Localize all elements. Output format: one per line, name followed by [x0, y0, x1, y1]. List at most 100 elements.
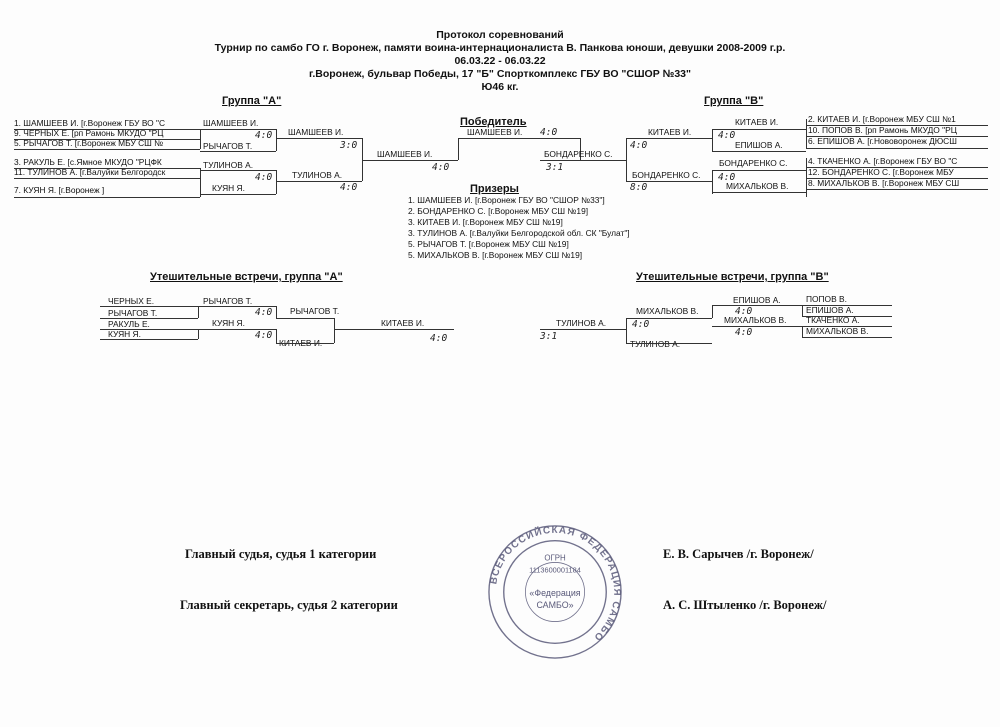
tournament-title: Турнир по самбо ГО г. Воронеж, памяти во… [214, 42, 786, 54]
secretary-name: А. С. Штыленко /г. Воронеж/ [663, 598, 827, 612]
consolation-b-entrant: ЕПИШОВ А. [806, 305, 854, 315]
federation-stamp: ВСЕРОССИЙСКАЯ ФЕДЕРАЦИЯ САМБО ОГРН 11136… [488, 525, 622, 659]
consolation-a-r1-score: 4:0 [255, 307, 273, 318]
bracket-line [276, 329, 277, 343]
group-b-r2-score: 8:0 [630, 182, 648, 193]
bracket-line [14, 149, 200, 150]
group-b-entrant: 4. ТКАЧЕНКО А. [г.Воронеж ГБУ ВО "С [808, 157, 958, 166]
bracket-line [806, 148, 988, 149]
bracket-line [276, 170, 277, 194]
consolation-a-r1-score: 4:0 [255, 330, 273, 341]
secretary-label: Главный секретарь, судья 2 категории [180, 598, 398, 612]
bracket-line [334, 329, 454, 330]
bracket-line [626, 138, 712, 139]
group-a-title: Группа "А" [222, 95, 282, 107]
consolation-a-entrant: РЫЧАГОВ Т. [108, 308, 158, 318]
group-a-final-winner: ШАМШЕЕВ И. [377, 149, 433, 159]
bracket-line [362, 160, 458, 161]
bracket-line [802, 316, 892, 317]
bracket-line [802, 305, 803, 316]
bracket-line [200, 194, 276, 195]
stamp-outer-text: ВСЕРОССИЙСКАЯ ФЕДЕРАЦИЯ САМБО [488, 525, 621, 643]
weight-category: Ю46 кг. [481, 81, 519, 93]
prize-item: 3. КИТАЕВ И. [г.Воронеж МБУ СШ №19] [408, 217, 563, 227]
group-a-entrant: 1. ШАМШЕЕВ И. [г.Воронеж ГБУ ВО "С [14, 119, 166, 128]
bracket-line [806, 158, 807, 197]
chief-judge-label: Главный судья, судья 1 категории [185, 547, 377, 561]
bracket-line [276, 343, 334, 344]
stamp-ogrn: ОГРН [544, 553, 566, 562]
consolation-b-final-winner: ТУЛИНОВ А. [556, 318, 607, 328]
bracket-line [14, 129, 200, 130]
bracket-line [540, 329, 626, 330]
group-a-final-score: 4:0 [432, 162, 450, 173]
bracket-line [198, 329, 199, 339]
bracket-line [14, 139, 200, 140]
bracket-line [712, 305, 802, 306]
bracket-line [200, 129, 276, 130]
bracket-line [100, 318, 198, 319]
stamp-center-1: «Федерация [529, 588, 580, 598]
group-a-entrant: 5. РЫЧАГОВ Т. [г.Воронеж МБУ СШ № [14, 139, 164, 148]
bracket-line [14, 178, 200, 179]
group-b-r2-score: 4:0 [630, 140, 648, 151]
bracket-line [540, 160, 626, 161]
group-a-r1-winner: РЫЧАГОВ Т. [203, 141, 253, 151]
bracket-line [712, 151, 806, 152]
prize-item: 2. БОНДАРЕНКО С. [г.Воронеж МБУ СШ №19] [408, 206, 589, 216]
group-b-r1-winner: МИХАЛЬКОВ В. [726, 181, 789, 191]
bracket-line [626, 318, 627, 343]
bracket-line [712, 170, 806, 171]
consolation-b-entrant: МИХАЛЬКОВ В. [806, 326, 869, 336]
bracket-line [712, 192, 806, 193]
group-a-r1-winner: ШАМШЕЕВ И. [203, 118, 259, 128]
bracket-line [362, 138, 363, 181]
bracket-line [626, 343, 712, 344]
group-b-r1-winner: ЕПИШОВ А. [735, 140, 783, 150]
group-b-entrant: 10. ПОПОВ В. [рп Рамонь МКУДО "РЦ [808, 126, 957, 135]
winner-title: Победитель [460, 116, 527, 128]
prizes-title: Призеры [470, 183, 519, 195]
bracket-line [276, 138, 362, 139]
bracket-line [200, 168, 201, 197]
consolation-a-final-winner: КИТАЕВ И. [381, 318, 425, 328]
chief-judge-name: Е. В. Сарычев /г. Воронеж/ [663, 547, 814, 561]
group-b-r1-score: 4:0 [718, 172, 736, 183]
group-b-entrant: 6. ЕПИШОВ А. [г.Нововоронеж ДЮСШ [808, 137, 957, 146]
consolation-b-entrant: ТКАЧЕНКО А. [806, 315, 860, 325]
bracket-line [626, 181, 712, 182]
bracket-line [712, 305, 713, 318]
winner-name: ШАМШЕЕВ И. [467, 127, 523, 137]
bracket-line [806, 189, 988, 190]
bracket-line [100, 306, 198, 307]
bracket-line [806, 136, 988, 137]
bracket-line [100, 329, 198, 330]
prize-item: 3. ТУЛИНОВ А. [г.Валуйки Белгородской об… [408, 228, 630, 238]
stamp-center-2: САМБО» [536, 600, 573, 610]
bracket-line [276, 181, 362, 182]
group-b-entrant: 2. КИТАЕВ И. [г.Воронеж МБУ СШ №1 [808, 115, 956, 124]
bracket-line [276, 129, 277, 151]
consolation-a-entrant: ЧЕРНЫХ Е. [108, 296, 155, 306]
group-b-r2-winner: БОНДАРЕНКО С. [632, 170, 701, 180]
group-b-entrant: 8. МИХАЛЬКОВ В. [г.Воронеж МБУ СШ [808, 179, 960, 188]
bracket-line [334, 318, 335, 343]
bracket-line [806, 167, 988, 168]
bracket-line [458, 138, 580, 139]
consolation-b-r2-entrant: ТУЛИНОВ А. [630, 339, 681, 349]
consolation-b-r1-score: 4:0 [735, 306, 753, 317]
group-a-entrant: 9. ЧЕРНЫХ Е. [рп Рамонь МКУДО "РЦ [14, 129, 164, 138]
group-a-r2-winner: ШАМШЕЕВ И. [288, 127, 344, 137]
tournament-venue: г.Воронеж, бульвар Победы, 17 "Б" Спортк… [309, 68, 691, 80]
prize-item: 1. ШАМШЕЕВ И. [г.Воронеж ГБУ ВО "СШОР №3… [408, 195, 605, 205]
consolation-a-entrant: РАКУЛЬ Е. [108, 319, 150, 329]
bracket-line [802, 326, 803, 337]
svg-text:ВСЕРОССИЙСКАЯ ФЕДЕРАЦИЯ САМБО: ВСЕРОССИЙСКАЯ ФЕДЕРАЦИЯ САМБО [488, 525, 622, 643]
prize-item: 5. РЫЧАГОВ Т. [г.Воронеж МБУ СШ №19] [408, 239, 569, 249]
bracket-line [198, 306, 199, 318]
consolation-b-entrant: ПОПОВ В. [806, 294, 847, 304]
bracket-line [276, 306, 277, 318]
bracket-line [626, 138, 627, 181]
group-a-entrant: 7. КУЯН Я. [г.Воронеж ] [14, 186, 105, 195]
group-b-r2-winner: КИТАЕВ И. [648, 127, 692, 137]
